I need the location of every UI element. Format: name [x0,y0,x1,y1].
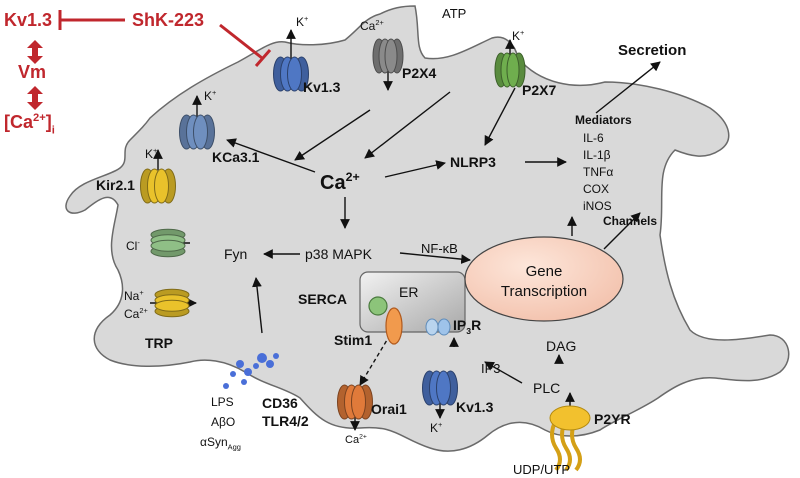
inhibition-lines [58,10,272,67]
kir21-channel-icon [140,168,176,204]
kv13-bottom-ion: K+ [430,420,442,435]
pathway-arrows [150,29,661,431]
mediator-item: IL-6 [583,131,604,145]
trp-ion1: Na+ [124,288,144,303]
gene-label-line2: Transcription [501,283,587,300]
orai1-label: Orai1 [371,401,407,417]
orai1-ion: Ca2+ [345,434,367,446]
calcium-label: Ca2+ [320,170,360,194]
p2x4-ion: Ca2+ [360,18,384,33]
ip3r-label: IP3R [453,317,481,336]
secretion-label: Secretion [618,42,686,59]
cl-ion: Cl- [126,238,140,253]
ip3r-icon [425,318,451,336]
mediator-item: TNFα [583,165,613,179]
microglia-cell-body [65,5,790,452]
p2yr-label: P2YR [594,411,631,427]
stim1-icon [385,307,403,345]
udp-utp-label: UDP/UTP [513,462,570,477]
kv13-top-ion: K+ [296,14,308,29]
atp-label: ATP [442,6,466,21]
kca31-label: KCa3.1 [212,149,260,165]
nfkb-label: NF-κB [421,241,458,256]
trp-label: TRP [145,335,173,351]
p2x7-ion: K+ [512,28,524,43]
tlr42-label: TLR4/2 [262,413,309,429]
orai1-channel-icon [337,384,373,420]
kir21-label: Kir2.1 [96,177,135,193]
lps-label: LPS [211,395,234,409]
p38-mapk-label: p38 MAPK [305,246,373,262]
channels-label: Channels [603,214,657,228]
trp-ion2: Ca2+ [124,306,148,321]
mediator-item: IL-1β [583,148,611,162]
legend-calcium-label: [Ca2+]i [4,112,55,137]
legend-double-arrows [27,40,43,110]
nlrp3-label: NLRP3 [450,154,496,170]
cl-channel-icon [150,228,186,258]
p2yr-receptor-icon [549,405,591,472]
fyn-label: Fyn [224,246,247,262]
kv13-bottom-channel-icon [422,370,458,406]
kv13-bottom-label: Kv1.3 [456,399,494,415]
stim1-label: Stim1 [334,332,372,348]
serca-pump-icon [368,296,388,316]
mediators-title: Mediators [575,113,632,127]
kir21-ion: K+ [145,146,157,161]
abeta-label: AβO [211,415,235,429]
p2x4-channel-icon [372,38,404,74]
ip3-label: IP3 [481,361,501,376]
er-compartment [359,271,466,333]
legend-vm-label: Vm [18,62,46,82]
legend-kv13-label: Kv1.3 [4,10,52,30]
serca-label: SERCA [298,291,347,307]
shk223-label: ShK-223 [132,10,204,30]
mediator-item: iNOS [583,199,612,213]
plc-label: PLC [533,380,560,396]
kv13-top-channel-icon [273,56,309,92]
p2x4-label: P2X4 [402,65,436,81]
cd36-tlr-ligand-icon [223,353,279,389]
er-label: ER [399,284,418,300]
dag-label: DAG [546,338,576,354]
asyn-label: αSynAgg [200,435,241,452]
kca31-ion: K+ [204,88,216,103]
p2x7-channel-icon [494,52,526,88]
mediator-item: COX [583,182,609,196]
cd36-label: CD36 [262,395,298,411]
ion-channels [140,38,526,420]
trp-channel-icon [154,288,190,318]
kca31-channel-icon [179,114,215,150]
gene-label-line1: Gene [526,263,563,280]
kv13-top-label: Kv1.3 [303,79,341,95]
p2x7-label: P2X7 [522,82,556,98]
diagram-labels: Kv1.3Vm[Ca2+]iShK-223Kv1.3K+P2X4Ca2+ATPP… [4,6,686,477]
gene-transcription-ellipse [464,236,624,322]
